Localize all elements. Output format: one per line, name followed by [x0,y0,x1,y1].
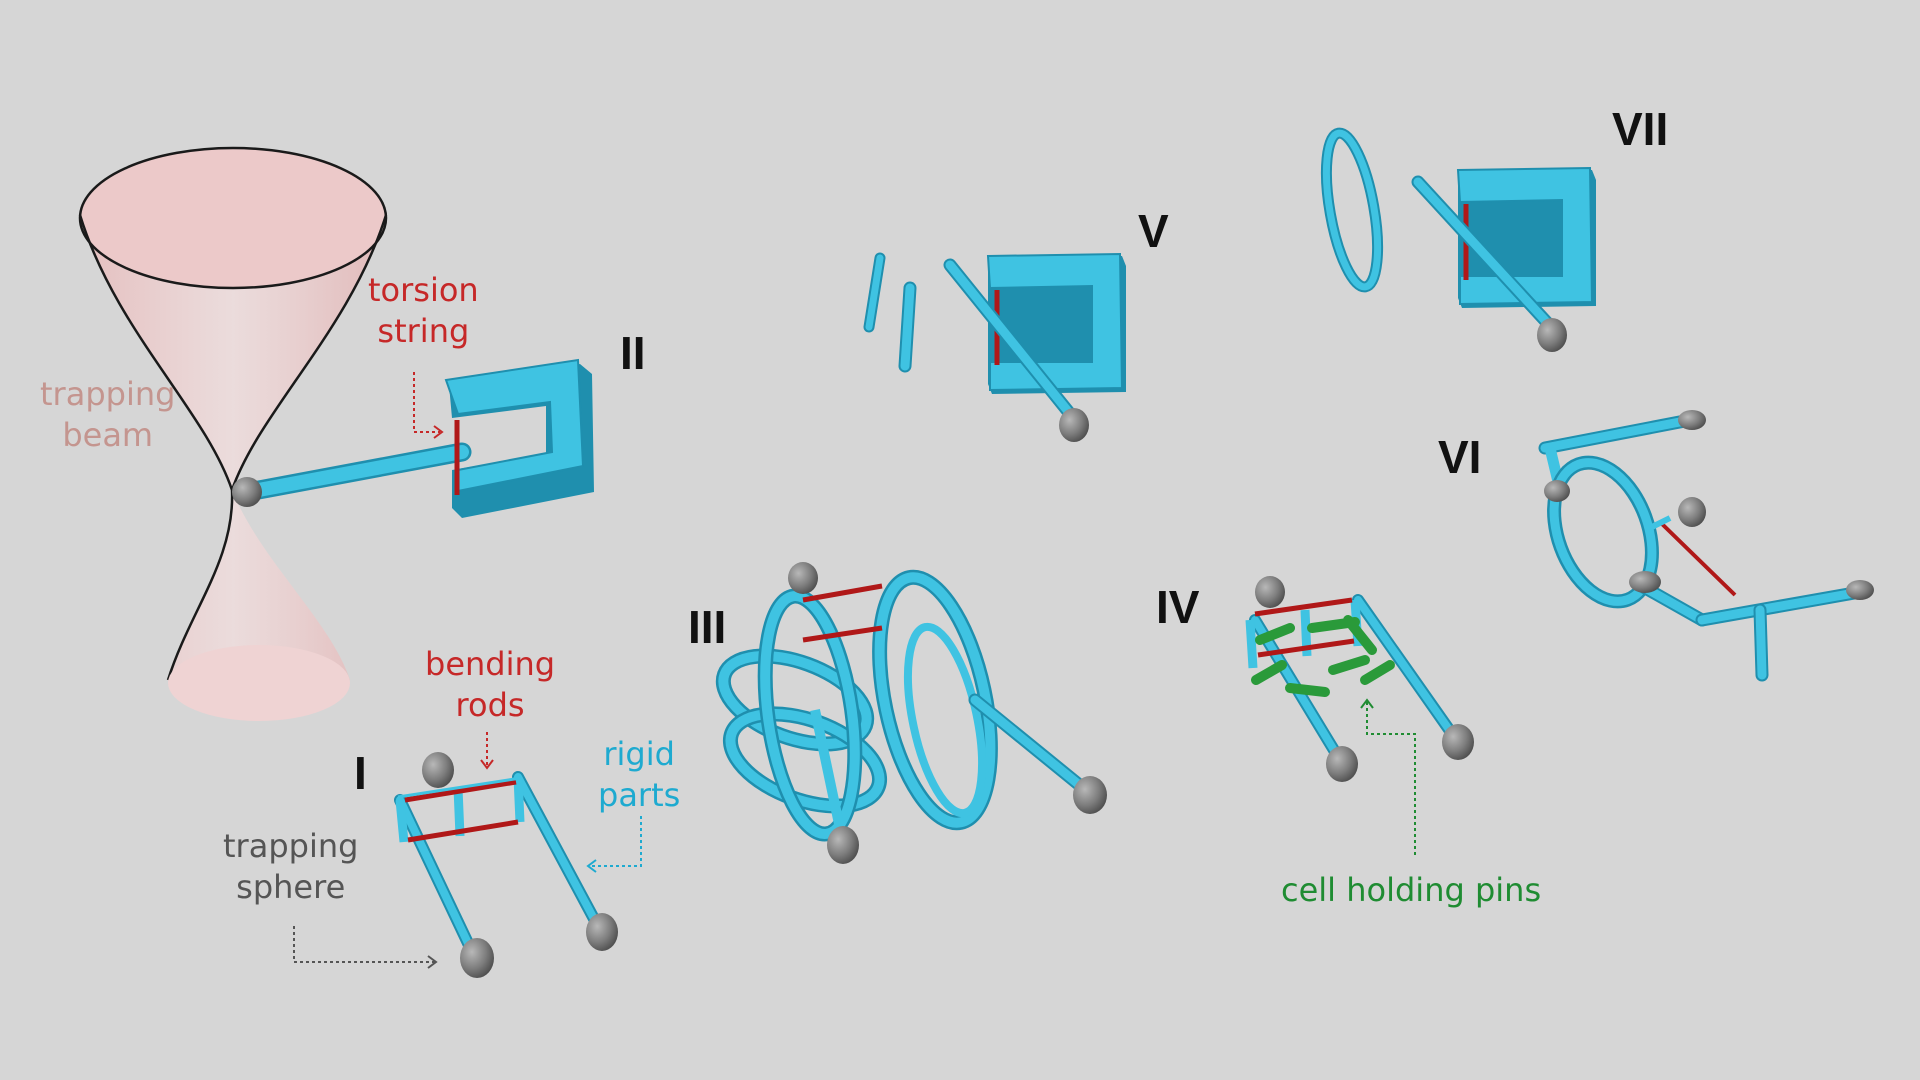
structure-vi [1538,410,1874,682]
trapping-beam [78,146,388,721]
trapping-beam-label: trapping beam [40,375,176,454]
structure-iii [715,562,1107,864]
trapping-sphere-label: trapping sphere [223,827,359,906]
bending-rods-label: bending rods [425,645,556,724]
label-i: I [354,747,367,799]
cell-holding-pins-label: cell holding pins [1281,871,1542,909]
rigid-parts-label: rigid parts [598,735,681,814]
structure-v [863,252,1126,442]
structure-ii [232,358,594,518]
label-v: V [1138,205,1169,257]
structure-i [394,752,618,978]
label-iv: IV [1156,581,1200,633]
label-vii: VII [1612,103,1669,155]
annotation-arrows [293,372,1416,969]
structure-iv [1245,576,1474,782]
label-iii: III [688,601,727,653]
label-ii: II [620,327,646,379]
label-vi: VI [1438,431,1482,483]
structure-vii [1320,127,1596,352]
torsion-string-label: torsion string [368,271,479,350]
